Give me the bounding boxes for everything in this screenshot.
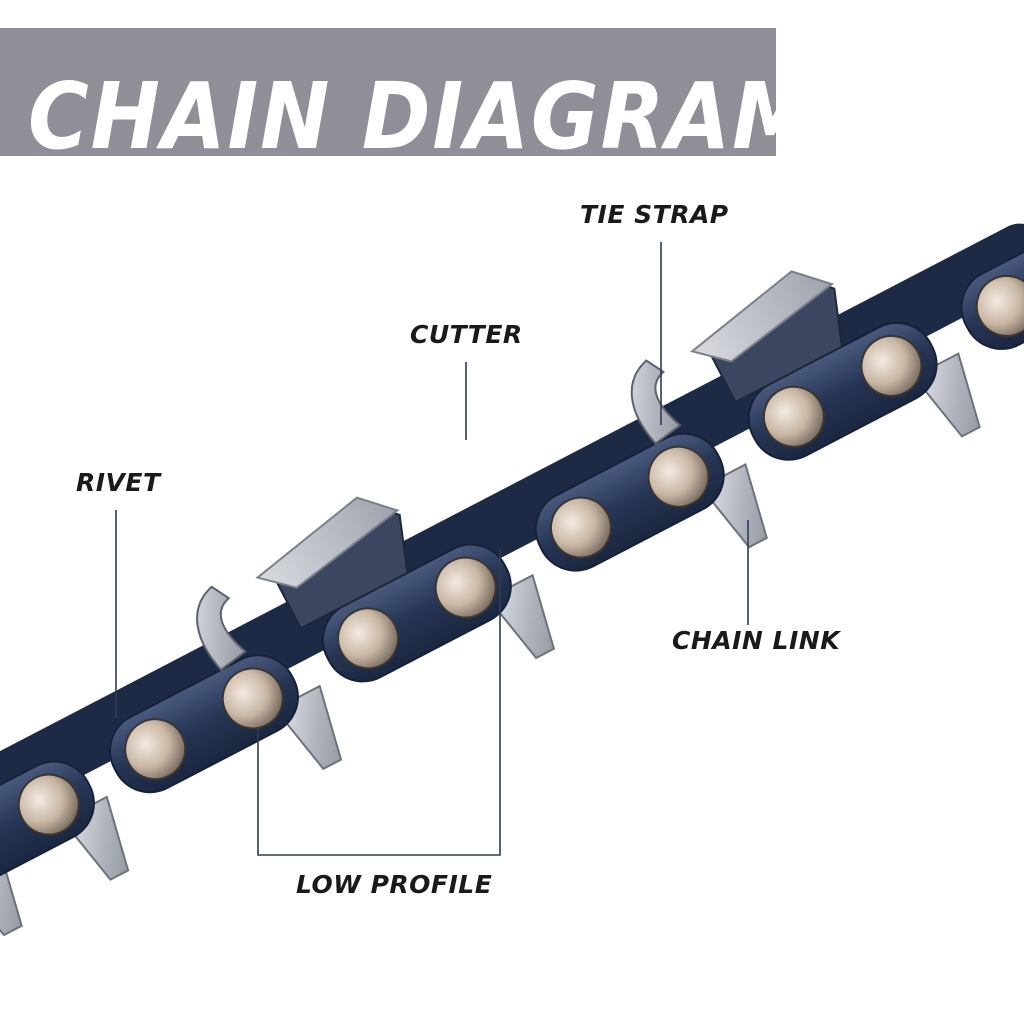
chain-link-label: CHAIN LINK: [672, 626, 841, 655]
rivets: [17, 274, 1024, 836]
cutter-label: CUTTER: [410, 320, 523, 349]
drive-links: [0, 352, 981, 937]
tie-strap-label: TIE STRAP: [580, 200, 729, 229]
low-profile-leader: [257, 550, 501, 856]
cutter-teeth: [255, 270, 844, 630]
rivet-label: RIVET: [76, 468, 161, 497]
page-title: CHAIN DIAGRAM: [28, 63, 817, 170]
title-banner: CHAIN DIAGRAM: [0, 28, 815, 170]
leader-lines: [115, 242, 749, 856]
low-profile-label: LOW PROFILE: [296, 870, 493, 899]
